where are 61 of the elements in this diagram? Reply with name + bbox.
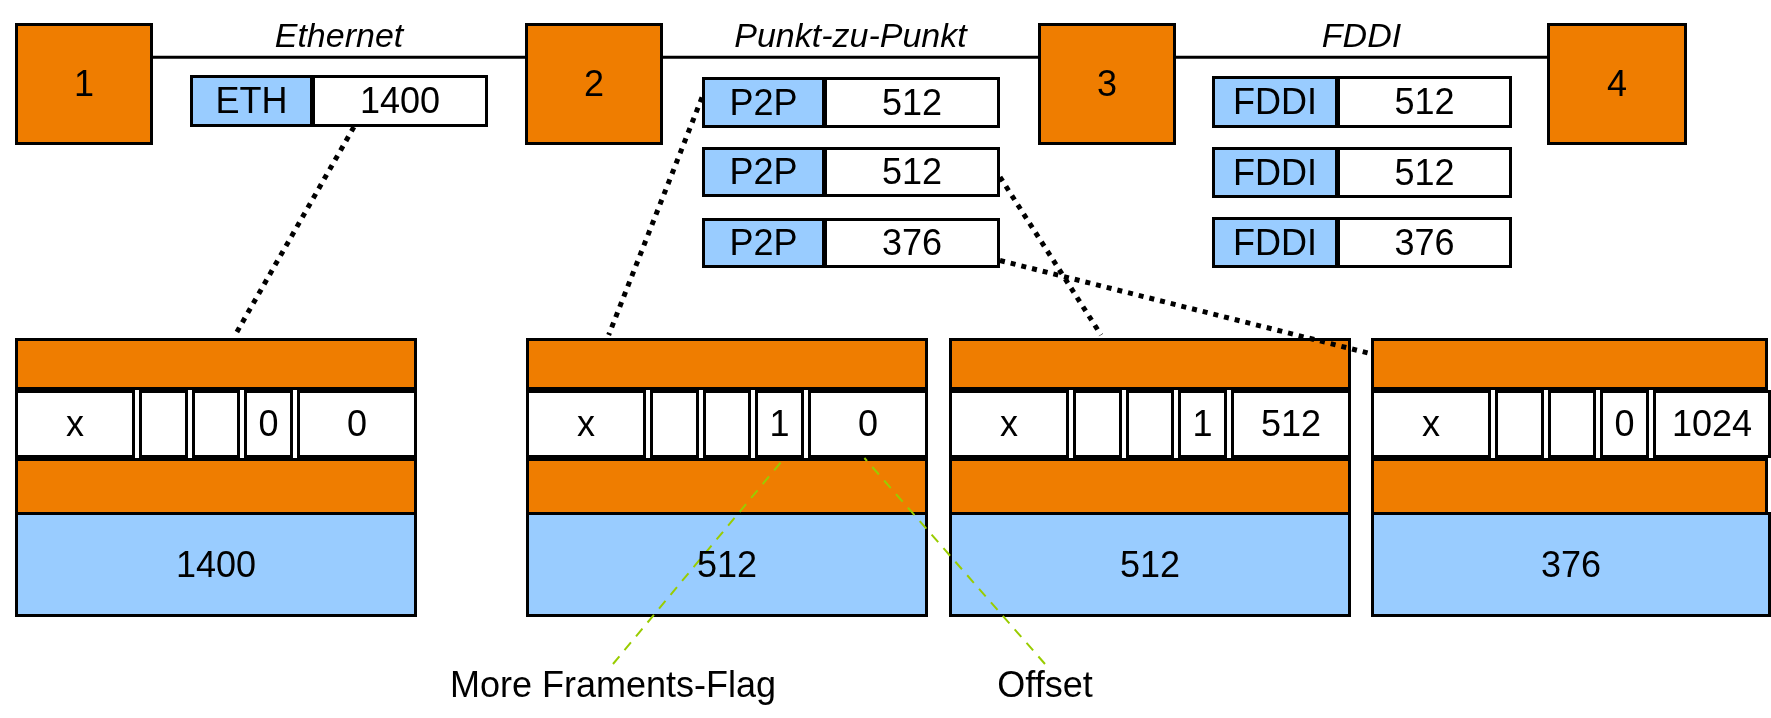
header-field: 1 <box>1178 390 1227 458</box>
protocol-header: FDDI <box>1215 79 1340 125</box>
header-field <box>650 390 699 458</box>
fragment-mapping-line <box>999 258 1369 356</box>
header-field: 0 <box>297 390 417 458</box>
payload-block: 376 <box>1371 512 1771 617</box>
fragment-length: 512 <box>1393 80 1456 124</box>
header-field: 0 <box>1600 390 1649 458</box>
header-field: 1024 <box>1653 390 1771 458</box>
fragment-length: 512 <box>880 80 944 125</box>
fragment-frame <box>702 147 1000 197</box>
header-field <box>1126 390 1174 458</box>
header-field: x <box>526 390 646 458</box>
link-label: Ethernet <box>274 16 404 56</box>
router-box: 1 <box>15 23 153 145</box>
router-box: 2 <box>525 23 663 145</box>
fragment-frame <box>702 77 1000 128</box>
leader-line <box>863 457 1046 665</box>
router-box: 3 <box>1038 23 1176 145</box>
header-field <box>1495 390 1544 458</box>
protocol-header: P2P <box>705 150 827 194</box>
header-field <box>703 390 751 458</box>
link-label: FDDI <box>1321 16 1402 56</box>
header-field <box>139 390 188 458</box>
header-field <box>192 390 240 458</box>
protocol-header: FDDI <box>1215 220 1340 265</box>
header-field: 0 <box>244 390 293 458</box>
payload-block: 512 <box>949 512 1351 617</box>
fragment-frame <box>1212 217 1512 268</box>
router-box: 4 <box>1547 23 1687 145</box>
fragment-length: 1400 <box>358 79 442 123</box>
link-line <box>663 55 1038 59</box>
annotation-label: Offset <box>997 664 1093 706</box>
header-field <box>1548 390 1596 458</box>
protocol-header: P2P <box>705 221 827 265</box>
header-field: 1 <box>755 390 804 458</box>
header-field: x <box>15 390 135 458</box>
link-line <box>1176 55 1547 59</box>
protocol-header: P2P <box>705 80 827 125</box>
protocol-header: ETH <box>193 78 315 124</box>
header-field: 512 <box>1231 390 1351 458</box>
fragment-mapping-line <box>997 175 1104 337</box>
payload-block: 1400 <box>15 512 417 617</box>
header-field <box>1073 390 1122 458</box>
fragment-length: 512 <box>1393 150 1456 195</box>
fragment-frame <box>190 75 488 127</box>
annotation-label: More Framents-Flag <box>449 664 777 706</box>
link-line <box>153 55 525 59</box>
fragment-frame <box>702 218 1000 268</box>
fragment-mapping-line <box>606 96 705 336</box>
fragment-length: 512 <box>880 150 944 194</box>
protocol-header: FDDI <box>1215 150 1340 195</box>
fragment-length: 376 <box>1393 220 1456 265</box>
link-label: Punkt-zu-Punkt <box>734 16 967 56</box>
header-field: 0 <box>808 390 928 458</box>
fragment-length: 376 <box>880 221 944 265</box>
header-field: x <box>1371 390 1491 458</box>
payload-block: 512 <box>526 512 928 617</box>
fragment-frame <box>1212 76 1512 128</box>
fragment-frame <box>1212 147 1512 198</box>
header-field: x <box>949 390 1069 458</box>
